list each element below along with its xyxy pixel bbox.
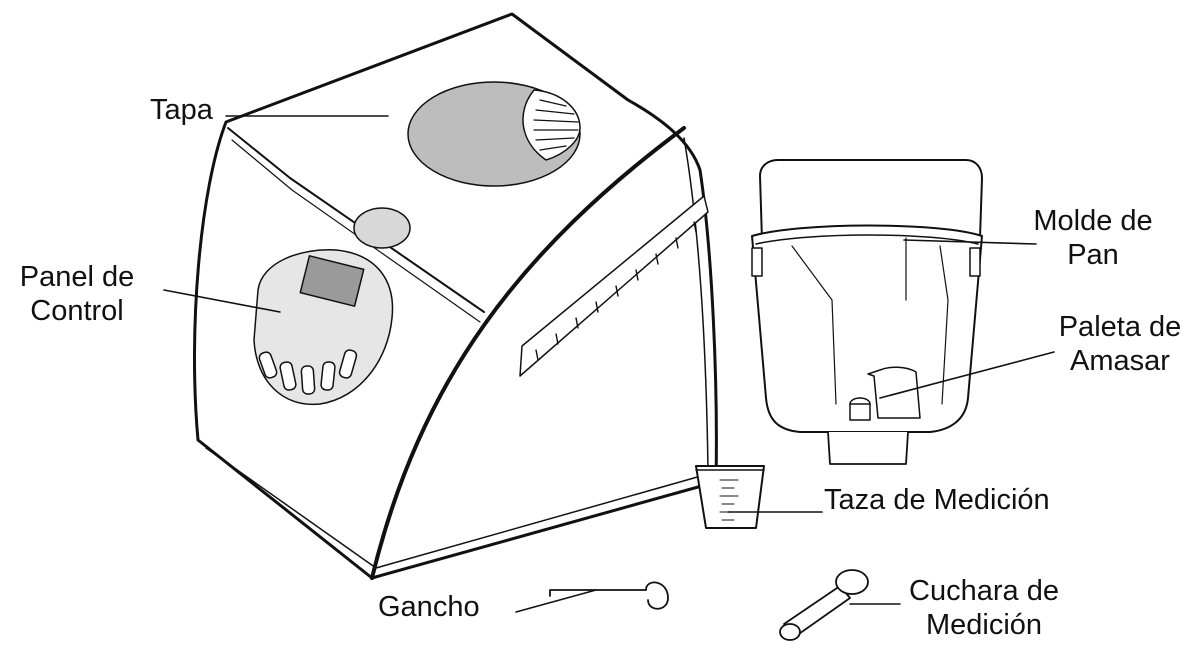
- label-lid: Tapa: [150, 93, 213, 127]
- side-vent-slots: [536, 222, 696, 360]
- bread-machine: [194, 14, 716, 578]
- kneading-paddle: [868, 367, 920, 418]
- label-measuring-spoon: Cuchara de Medición: [896, 574, 1072, 642]
- window-vent: [523, 90, 580, 160]
- control-display: [300, 256, 364, 306]
- cup-body: [696, 466, 764, 528]
- control-buttons: [258, 349, 358, 394]
- label-measuring-spoon-line1: Cuchara de: [909, 575, 1059, 607]
- label-hook: Gancho: [378, 590, 480, 624]
- hook-loop: [646, 582, 668, 608]
- label-bread-pan: Molde de Pan: [1018, 204, 1168, 272]
- label-hook-text: Gancho: [378, 591, 480, 623]
- measuring-spoon: [780, 570, 868, 640]
- pan-inner-right: [940, 246, 948, 404]
- label-kneading-paddle-line2: Amasar: [1070, 345, 1170, 377]
- label-bread-pan-line2: Pan: [1067, 239, 1119, 271]
- label-bread-pan-line1: Molde de: [1033, 205, 1153, 237]
- lid-seam-shadow: [232, 140, 480, 322]
- control-knob: [354, 208, 410, 248]
- label-measuring-spoon-line2: Medición: [925, 609, 1043, 641]
- spoon-bowl-small: [780, 624, 800, 640]
- pan-handle: [760, 160, 982, 240]
- label-control-panel-line1: Panel de: [19, 261, 135, 293]
- side-panel-edge: [684, 138, 708, 470]
- leader-control-panel: [164, 290, 280, 312]
- label-control-panel: Panel de Control: [2, 260, 152, 328]
- pan-rim: [756, 235, 978, 244]
- hook: [550, 582, 668, 608]
- window-vent-slats: [534, 100, 578, 150]
- spoon-bowl-large: [836, 570, 868, 594]
- label-measuring-cup: Taza de Medición: [824, 483, 1050, 517]
- pan-bucket: [752, 226, 982, 433]
- pan-base: [828, 432, 908, 464]
- pan-clip-left: [752, 248, 762, 276]
- base-line: [206, 448, 708, 568]
- measuring-cup: [696, 466, 764, 528]
- hook-shaft: [550, 590, 646, 596]
- leader-hook: [516, 590, 596, 612]
- leader-lines: [164, 116, 1054, 612]
- machine-front-edge: [372, 128, 684, 578]
- label-measuring-cup-text: Taza de Medición: [824, 484, 1050, 516]
- paddle-shaft-body: [850, 404, 870, 420]
- lid-seam: [228, 128, 484, 312]
- leader-bread-pan: [904, 240, 1036, 244]
- leader-kneading-paddle: [880, 352, 1054, 398]
- pan-clip-right: [970, 248, 980, 276]
- pan-inner-left: [792, 246, 836, 404]
- label-kneading-paddle: Paleta de Amasar: [1044, 310, 1196, 378]
- bread-pan: [752, 160, 982, 464]
- label-lid-text: Tapa: [150, 94, 213, 126]
- label-control-panel-line2: Control: [30, 295, 124, 327]
- side-vent: [520, 196, 708, 376]
- label-kneading-paddle-line1: Paleta de: [1058, 311, 1182, 343]
